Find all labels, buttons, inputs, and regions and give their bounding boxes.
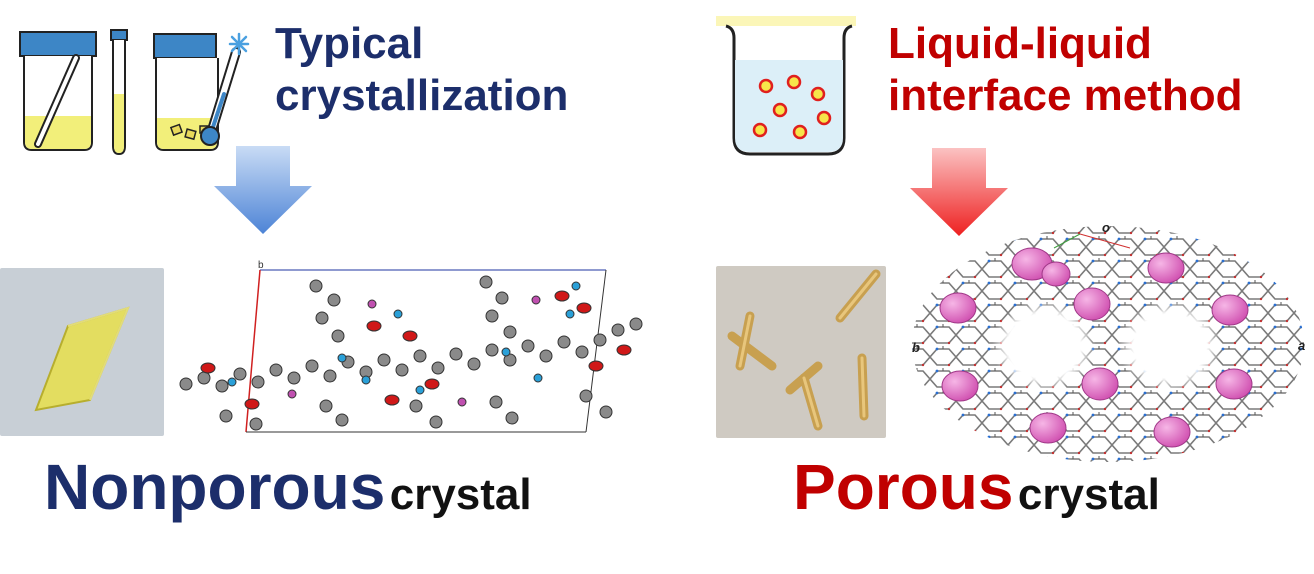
down-arrow-icon — [214, 146, 312, 234]
down-arrow-icon — [910, 148, 1008, 236]
nonporous-crystal-structure: b — [166, 256, 666, 452]
droplets — [752, 74, 832, 140]
porous-crystal-photo — [716, 266, 886, 438]
crystal-label-right: crystal — [1017, 470, 1160, 519]
typical-crystallization-heading: Typical crystallization — [275, 19, 569, 120]
nonporous-label: Nonporous — [44, 451, 386, 523]
thermometer-icon — [200, 47, 241, 146]
beaker-with-droplets-icon — [716, 16, 856, 156]
structure-axis-b-label: b — [912, 340, 920, 355]
porous-crystal-structure: o b a — [912, 220, 1305, 462]
test-tube-icon — [110, 29, 128, 156]
porous-crystal-caption: Porous crystal — [793, 450, 1160, 524]
porous-label: Porous — [793, 451, 1014, 523]
liquid-liquid-interface-heading: Liquid-liquid interface method — [888, 19, 1243, 120]
structure-axis-a-label: a — [1298, 338, 1305, 353]
structure-axis-b-label: b — [258, 260, 264, 271]
vial-with-rod-icon — [19, 31, 97, 151]
crystallization-glassware-icons — [19, 29, 250, 156]
pore-spheres — [939, 247, 1253, 448]
crystal-label-left: crystal — [389, 470, 532, 519]
nonporous-crystal-photo — [0, 268, 164, 436]
snowflake-icon — [228, 32, 250, 56]
vial-with-crystals-icon — [153, 33, 219, 151]
structure-axis-o-label: o — [1102, 220, 1110, 235]
nonporous-crystal-caption: Nonporous crystal — [44, 450, 532, 524]
